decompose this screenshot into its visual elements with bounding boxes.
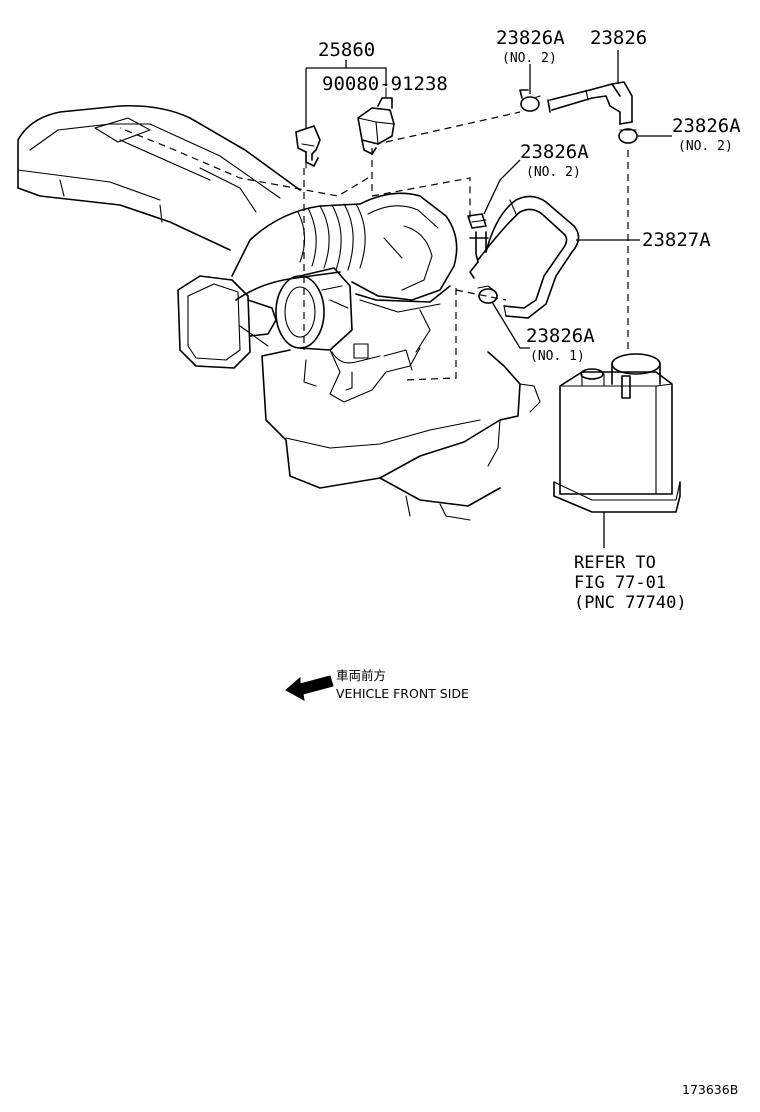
vsv-bracket-25860 [295,125,321,169]
clamp-low-23826A [477,285,498,304]
front-arrow-icon [285,675,334,701]
vsv-valve-90080-91238 [357,87,395,155]
front-label-jp: 車両前方 [336,668,386,683]
refer-note: REFER TO FIG 77-01 (PNC 77740) [574,553,687,613]
leader-lines [305,50,672,548]
label-23826A-low-no: (NO. 1) [530,349,585,364]
label-23826A-right: 23826A [672,115,741,137]
label-23827A: 23827A [642,229,711,251]
charcoal-canister [553,353,681,513]
clamp-right-23826A [618,128,638,144]
label-90080-91238: 90080-91238 [322,73,448,95]
hose-23827A [469,195,580,319]
label-23826A-mid-no: (NO. 2) [526,165,581,180]
clamp-mid-23826A [467,213,487,229]
refer-line-3: (PNC 77740) [574,593,687,613]
clamp-top-23826A [519,89,541,112]
part-labels: 25860 90080-91238 23826A (NO. 2) 23826 2… [318,27,741,364]
assembly-dashed-lines [119,111,629,381]
engine-assembly [17,104,541,521]
hose-23826 [547,81,633,125]
front-label-en: VEHICLE FRONT SIDE [336,686,469,701]
label-23826A-mid: 23826A [520,141,589,163]
figure-id: 173636B [682,1082,738,1097]
vehicle-front-indicator: 車両前方 VEHICLE FRONT SIDE [285,668,469,701]
label-23826A-right-no: (NO. 2) [678,139,733,154]
refer-line-2: FIG 77-01 [574,573,666,593]
label-23826: 23826 [590,27,647,49]
label-23826A-low: 23826A [526,325,595,347]
refer-line-1: REFER TO [574,553,656,573]
label-25860: 25860 [318,39,375,61]
label-23826A-top: 23826A [496,27,565,49]
label-23826A-top-no: (NO. 2) [502,51,557,66]
